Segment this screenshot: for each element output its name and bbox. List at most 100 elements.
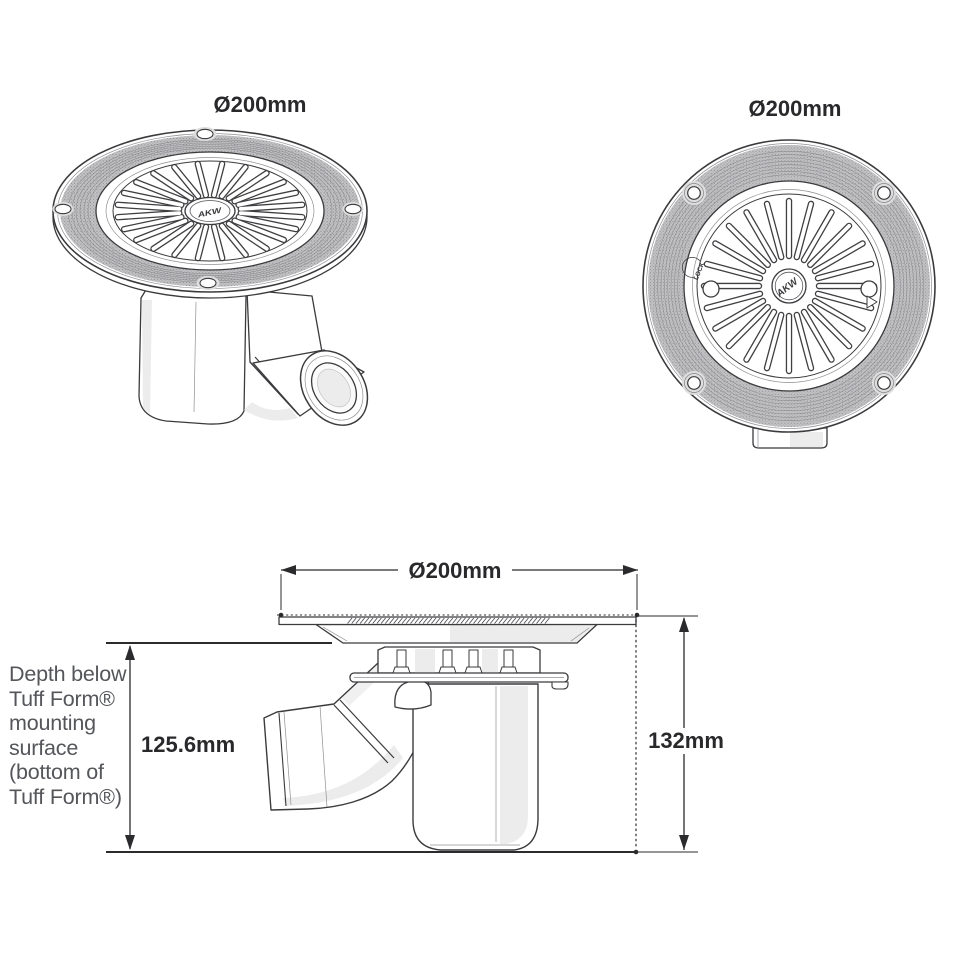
note-line: surface [9,735,79,760]
grate-spoke [232,180,286,204]
grate-spoke [172,223,201,257]
grate-edge-hatch [519,617,525,624]
neck-rib [396,649,407,668]
neck-rib-foot [464,666,483,674]
neck-rib-foot [499,666,518,674]
grate-edge-hatch [477,617,483,624]
grate-edge-hatch [351,617,357,624]
grate-spoke [232,218,286,242]
lock-knob-left [702,280,720,298]
elbow-miter-line2 [339,699,395,759]
grate-spoke [195,161,208,198]
plan-ring-line [654,151,924,421]
grate-edge-hatch [544,617,550,624]
grate-edge-hatch [431,617,437,624]
plan-ring-line [670,167,908,405]
tab-shade [790,432,823,447]
grate-edge-hatch [523,617,529,624]
grate-edge-hatch [380,617,386,624]
grate-edge-hatch [439,617,445,624]
grate-edge-hatch [515,617,521,624]
grate-spokes-3d [114,160,306,262]
sump-shade [142,300,152,414]
grate-spoke [713,299,765,331]
side-elevation-view [106,612,640,853]
grate-spoke [236,215,298,232]
elbow-miter-line [333,704,389,764]
grate-spoke [705,291,762,310]
grate-edge-hatch [473,617,479,624]
bend-shade [244,402,298,421]
grate-edge-hatch [464,617,470,624]
lock-knob-right [860,280,878,298]
grate-edge-hatch [531,617,538,624]
grate-spoke [172,165,201,199]
grate-spoke [226,171,269,201]
grate-edge-hatch [485,617,491,624]
grate-edge-hatch [527,617,533,624]
trap-shade [500,686,528,844]
grate-spoke [134,180,188,204]
flange-plate-side [278,616,637,626]
label-depth-right: 132mm [648,728,724,753]
grate-edge-hatch [426,617,433,624]
note-line: Tuff Form®) [9,784,122,809]
grate-spoke [744,310,776,362]
flange-screw-holes-3d [52,127,364,290]
screw-hole [196,128,214,140]
trap-inlet-horn [394,679,432,710]
grate-spoke [212,161,225,198]
grate-spoke [151,221,194,251]
bowl-inner-line [570,627,590,642]
grate-spoke [219,165,248,199]
grate-edge-hatch [540,617,546,624]
grate-edge-hatch [389,617,395,624]
grate-spoke [705,262,762,281]
grate-spoke [122,215,184,232]
collar-lip [551,681,569,690]
grate-spoke [813,299,865,331]
arrow-up-icon [125,645,135,660]
plan-ring-line [664,161,914,411]
screw-hole [344,203,362,215]
grate-edge-hatch [414,617,420,624]
label-width: Ø200mm [409,558,502,583]
elbow-rim-line [278,712,287,807]
dimension-depth-left: 125.6mm [125,645,235,850]
grate-spoke [134,218,188,242]
plan-ring-line [657,154,921,418]
perspective-view: AKW [52,127,369,426]
neck-rib [442,649,453,668]
grate-edge-hatch [460,617,466,624]
grate-spoke [115,211,182,220]
grate-spoke [816,291,873,310]
grate-edge-hatch [359,617,365,624]
grate-spoke [727,223,770,267]
grate-spoke [765,201,784,259]
label-diameter-top-right: Ø200mm [749,96,842,121]
elbow-bend-shade [283,745,403,806]
reference-dot [278,612,284,618]
logo-hub-ring [189,200,231,222]
plan-logo-hub [771,268,807,304]
note-line: mounting [9,711,96,735]
screw-hole [199,277,217,289]
grate-spoke [816,262,873,281]
note-line: (bottom of [9,760,104,784]
plan-view: LOCK AKW [642,139,936,449]
screw-hole-ring [874,373,894,393]
arrow-down-icon [125,835,135,850]
elbow-rim-line2 [283,711,292,806]
neck-rib-foot [438,666,457,674]
grate-spoke [238,211,305,220]
elbow-seam [319,705,328,808]
grate-spoke [813,241,865,273]
grate-edge-hatch [405,617,412,624]
grate-spoke [727,305,770,349]
grate-edge-hatch [363,617,370,624]
arrow-left-icon [281,565,296,575]
grate-spoke [226,221,269,251]
grate-ring-inner [112,160,308,262]
label-diameter-top-left: Ø200mm [214,92,307,117]
grate-edge-hatch [368,617,374,624]
